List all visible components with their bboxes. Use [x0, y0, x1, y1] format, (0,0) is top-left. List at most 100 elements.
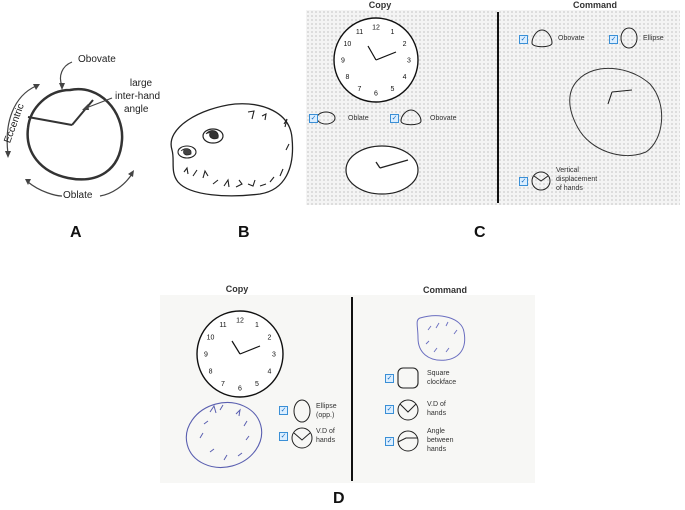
arrowhead-obovate	[59, 83, 65, 90]
hand-right	[71, 99, 94, 126]
label-c-vd-1: Vertical	[556, 167, 579, 174]
label-inter-hand: inter-hand	[115, 91, 161, 102]
scribble-top	[202, 128, 224, 144]
checkbox-d-vd2[interactable]: ✓	[385, 405, 394, 414]
copied-clock-face	[345, 145, 419, 195]
d-command-clock	[416, 315, 466, 361]
c-copy-numeral-8: 8	[345, 74, 349, 81]
angle-arrow	[85, 97, 113, 109]
panel-c-divider	[497, 12, 499, 203]
label-d-ellipse-2: (opp.)	[316, 412, 335, 419]
vd-icon-hands	[533, 175, 549, 182]
eccentric-arrow	[6, 85, 37, 155]
patient-digits	[183, 110, 290, 188]
d-copy-numeral-8: 8	[209, 368, 213, 375]
c-copy-numeral-12: 12	[372, 24, 380, 31]
label-c-vd-3: of hands	[556, 185, 583, 192]
label-c-obovate-cmd: Obovate	[558, 35, 585, 42]
c-copy-numeral-2: 2	[403, 41, 407, 48]
label-d-vd-1: V.D of	[316, 428, 335, 435]
panel-c-command-header: Command	[572, 0, 617, 10]
copied-minute-hand	[379, 159, 409, 169]
label-c-vd-2: displacement	[556, 176, 598, 183]
oblate-arrow-right	[99, 173, 133, 197]
c-copy-numeral-11: 11	[356, 29, 363, 36]
vd-icon	[531, 171, 551, 191]
scribble-left	[177, 145, 197, 159]
panel-letter-d: D	[333, 490, 345, 507]
d-angle-icon	[397, 430, 419, 452]
d-copy-numeral-10: 10	[207, 334, 215, 341]
checkbox-d-square[interactable]: ✓	[385, 374, 394, 383]
ellipse-icon	[620, 27, 638, 49]
command-hand-2	[607, 91, 613, 105]
c-copy-numeral-9: 9	[341, 57, 345, 64]
d-copy-numeral-12: 12	[236, 317, 244, 324]
checkbox-d-ellipse[interactable]: ✓	[279, 406, 288, 415]
arrowhead-oblate-left	[25, 179, 31, 185]
d-copy-numeral-9: 9	[204, 351, 208, 358]
d-copy-numeral-5: 5	[255, 381, 259, 388]
d-copied-scribble	[199, 404, 250, 461]
panel-letter-a: A	[70, 224, 82, 241]
label-c-oblate: Oblate	[348, 115, 369, 122]
d-copy-numeral-1: 1	[255, 322, 259, 329]
checkbox-vd[interactable]: ✓	[519, 177, 528, 186]
panel-d-divider	[351, 297, 353, 481]
d-template-minute-hand	[239, 345, 261, 355]
d-template-hour-hand	[231, 340, 241, 355]
label-obovate: Obovate	[78, 54, 116, 65]
c-copy-numeral-10: 10	[344, 41, 352, 48]
label-d-ellipse-1: Ellipse	[316, 403, 337, 410]
label-d-angle-1: Angle	[427, 428, 445, 435]
d-copy-numeral-11: 11	[219, 322, 226, 329]
c-copy-numeral-1: 1	[391, 29, 395, 36]
patient-clock-outline	[170, 103, 294, 197]
obovate-icon-copy	[400, 109, 422, 126]
panel-c-copy-header: Copy	[368, 0, 392, 10]
panel-letter-c: C	[474, 224, 486, 241]
label-d-vd2-1: V.D of	[427, 401, 446, 408]
c-copy-numeral-6: 6	[374, 90, 378, 97]
c-copy-numeral-5: 5	[391, 86, 395, 93]
label-d-angle-3: hands	[427, 446, 447, 453]
label-d-angle-2: between	[427, 437, 454, 444]
obovate-outline	[26, 87, 124, 181]
label-angle: angle	[124, 104, 149, 115]
checkbox-d-vd[interactable]: ✓	[279, 432, 288, 441]
c-copy-numeral-3: 3	[407, 57, 411, 64]
label-d-vd-2: hands	[316, 437, 336, 444]
scribble-top-inner	[205, 130, 219, 140]
d-copy-numeral-7: 7	[221, 381, 225, 388]
arrowhead-angle	[82, 104, 89, 110]
label-large: large	[129, 78, 153, 89]
d-vd2-icon-hands	[399, 403, 417, 413]
label-c-ellipse: Ellipse	[643, 35, 664, 42]
d-copy-numeral-4: 4	[267, 368, 271, 375]
panel-letter-b: B	[238, 224, 250, 241]
panel-d-copy-header: Copy	[225, 284, 249, 294]
label-d-vd2-2: hands	[427, 410, 447, 417]
d-copied-clock	[185, 402, 263, 468]
checkbox-obovate-cmd[interactable]: ✓	[519, 35, 528, 44]
checkbox-ellipse[interactable]: ✓	[609, 35, 618, 44]
arrowhead-oblate-right	[128, 170, 134, 177]
arrowhead-ecc-bottom	[5, 151, 11, 158]
checkbox-obovate-copy[interactable]: ✓	[390, 114, 399, 123]
d-vd-icon-hands	[293, 432, 311, 441]
checkbox-d-angle[interactable]: ✓	[385, 437, 394, 446]
scribble-left-inner	[180, 148, 192, 156]
hand-left	[27, 116, 73, 126]
obovate-icon-cmd	[531, 29, 553, 48]
c-copy-numeral-4: 4	[403, 74, 407, 81]
checkbox-oblate[interactable]: ✓	[309, 114, 318, 123]
template-minute-hand	[375, 51, 397, 61]
d-copy-numeral-2: 2	[267, 334, 271, 341]
command-clock-outline	[569, 67, 663, 156]
command-hand-1	[611, 89, 633, 93]
d-vd2-icon	[397, 399, 419, 421]
